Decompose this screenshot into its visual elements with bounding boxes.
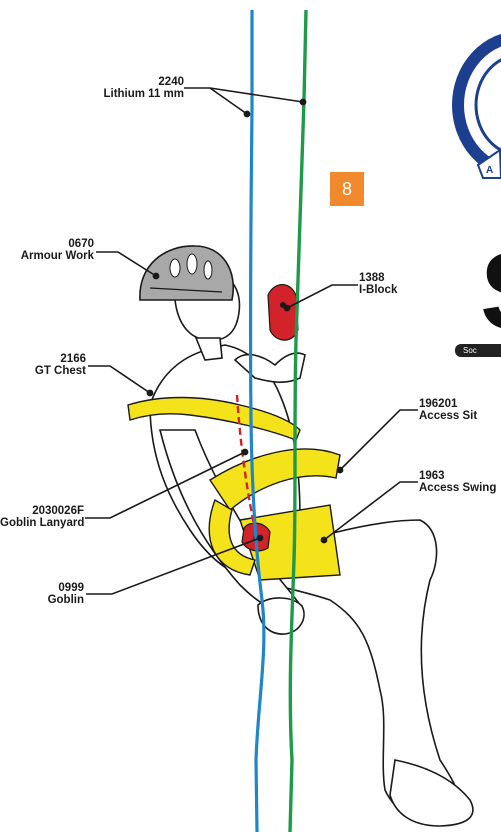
brand-logo-seal: A (458, 37, 501, 178)
callout-rope: 2240 Lithium 11 mm (80, 76, 184, 100)
callout-iblock-name: I-Block (359, 284, 397, 296)
callout-lanyard: 2030026F Goblin Lanyard (0, 505, 84, 529)
svg-text:A: A (486, 165, 493, 176)
callout-iblock: 1388 I-Block (359, 272, 397, 296)
callout-sit: 196201 Access Sit (419, 398, 477, 422)
dot-chest (147, 390, 154, 397)
dot-swing (321, 537, 328, 544)
callout-chest-code: 2166 (0, 353, 86, 365)
green-rope (290, 10, 306, 832)
page-number-badge: 8 (330, 172, 364, 206)
leader-chest (88, 366, 150, 393)
callout-goblin: 0999 Goblin (0, 582, 84, 606)
callout-lanyard-name: Goblin Lanyard (0, 517, 84, 529)
brand-logo-letter: S (480, 242, 501, 342)
dot-rope-blue (244, 111, 251, 118)
callout-sit-code: 196201 (419, 398, 477, 410)
leader-sit (340, 410, 418, 470)
callout-swing: 1963 Access Swing (419, 470, 501, 494)
callout-chest-name: GT Chest (0, 365, 86, 377)
helmet-illustration (140, 246, 233, 300)
callout-sit-name: Access Sit (419, 410, 477, 422)
dot-iblock (284, 305, 291, 312)
callout-iblock-code: 1388 (359, 272, 397, 284)
iblock-device (268, 285, 298, 341)
leader-rope-2 (210, 88, 303, 102)
brand-logo-bar-text: Soc (463, 346, 477, 355)
callout-chest: 2166 GT Chest (0, 353, 86, 377)
callout-lanyard-code: 2030026F (0, 505, 84, 517)
dot-goblin (257, 535, 264, 542)
callout-swing-code: 1963 (419, 470, 501, 482)
callout-swing-name: Access Swing (419, 482, 501, 494)
callout-rope-name: Lithium 11 mm (80, 88, 184, 100)
callout-rope-code: 2240 (80, 76, 184, 88)
callout-helmet: 0670 Armour Work (0, 238, 94, 262)
callout-goblin-code: 0999 (0, 582, 84, 594)
brand-logo-bar: Soc (455, 344, 501, 357)
dot-helmet (153, 273, 160, 280)
callout-goblin-name: Goblin (0, 594, 84, 606)
dot-rope-green (300, 99, 307, 106)
callout-helmet-code: 0670 (0, 238, 94, 250)
dot-lanyard (242, 449, 249, 456)
callout-helmet-name: Armour Work (0, 250, 94, 262)
dot-sit (337, 467, 344, 474)
